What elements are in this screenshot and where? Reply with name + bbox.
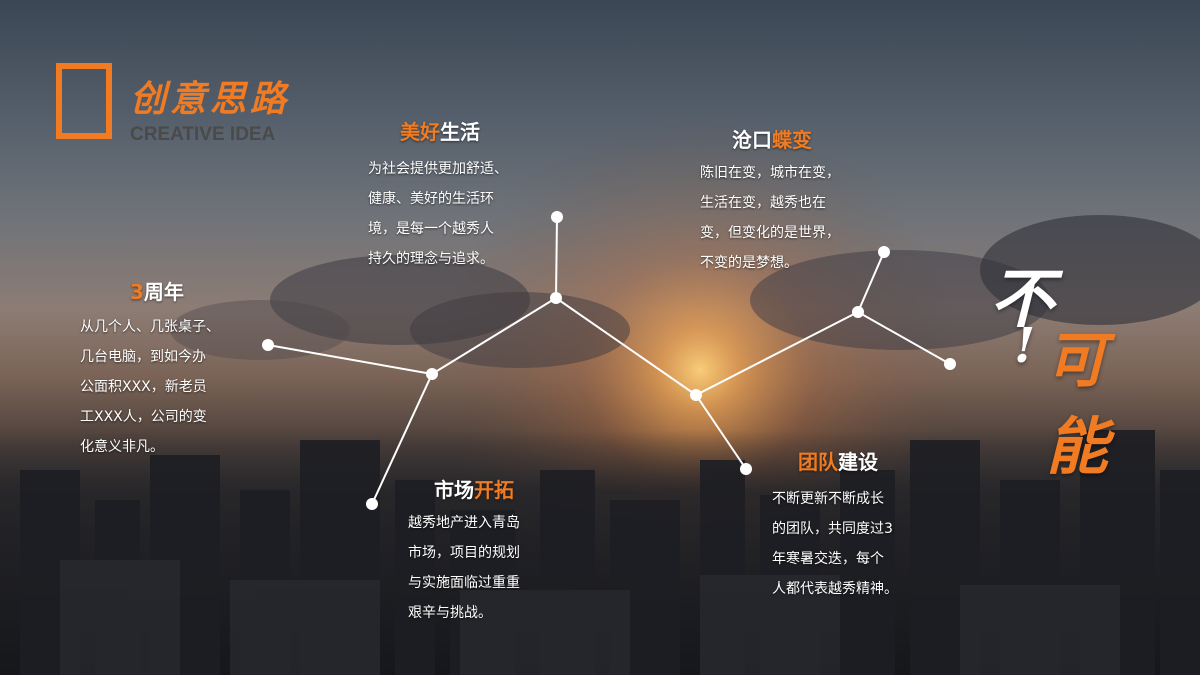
- header-title: 创意思路: [130, 78, 291, 120]
- node-dot: [852, 306, 864, 318]
- connector-line: [555, 216, 558, 299]
- connector-line: [695, 311, 859, 396]
- block-meihao-title: 美好生活: [400, 116, 480, 145]
- connector-line: [555, 297, 697, 396]
- block-shichang-title-rest: 市场: [434, 478, 474, 502]
- header-subtitle: CREATIVE IDEA: [130, 124, 276, 145]
- block-tuandui-title-accent: 团队: [798, 450, 838, 474]
- node-dot: [944, 358, 956, 370]
- connector-line: [857, 311, 951, 365]
- connector-line: [431, 297, 557, 375]
- connector-line: [695, 394, 747, 470]
- block-meihao-title-rest: 生活: [440, 120, 480, 144]
- connector-line: [857, 251, 885, 313]
- block-tuandui-body: 不断更新不断成长 的团队，共同度过3 年寒暑交迭，每个 人都代表越秀精神。: [772, 491, 898, 597]
- connector-line: [371, 373, 433, 505]
- node-dot: [262, 339, 274, 351]
- block-shichang-title-accent: 开拓: [474, 478, 514, 502]
- block-canghai-title-accent: 蝶变: [772, 128, 812, 152]
- block-canghai-body: 陈旧在变，城市在变， 生活在变，越秀也在 变，但变化的是世界， 不变的是梦想。: [700, 165, 840, 271]
- node-dot: [366, 498, 378, 510]
- block-canghai-title: 沧口蝶变: [732, 124, 812, 153]
- block-shichang-title: 市场开拓: [434, 474, 514, 503]
- block-canghai-title-rest: 沧口: [732, 128, 772, 152]
- block-shichang-body: 越秀地产进入青岛 市场，项目的规划 与实施面临过重重 艰辛与挑战。: [408, 515, 520, 621]
- block-meihao-title-accent: 美好: [400, 120, 440, 144]
- calligraphy-ke: 可: [1046, 326, 1106, 396]
- block-zhounian-body: 从几个人、几张桌子、 几台电脑，到如今办 公面积XXX，新老员 工XXX人，公司…: [80, 319, 220, 455]
- block-zhounian-title-accent: 3: [130, 280, 144, 304]
- node-dot: [550, 292, 562, 304]
- calligraphy-exclamation: !: [1014, 318, 1036, 374]
- node-dot: [740, 463, 752, 475]
- logo-frame: [56, 63, 112, 139]
- node-dot: [878, 246, 890, 258]
- block-tuandui-title-rest: 建设: [838, 450, 878, 474]
- block-meihao-body: 为社会提供更加舒适、 健康、美好的生活环 境，是每一个越秀人 持久的理念与追求。: [368, 161, 508, 267]
- block-zhounian-title-rest: 周年: [143, 280, 184, 304]
- block-tuandui-title: 团队建设: [798, 446, 878, 475]
- node-dot: [426, 368, 438, 380]
- connector-line: [267, 344, 433, 375]
- calligraphy-bu: 不: [990, 262, 1054, 337]
- node-dot: [690, 389, 702, 401]
- calligraphy-neng: 能: [1046, 410, 1109, 483]
- node-dot: [551, 211, 563, 223]
- block-zhounian-title: 3周年: [130, 276, 184, 305]
